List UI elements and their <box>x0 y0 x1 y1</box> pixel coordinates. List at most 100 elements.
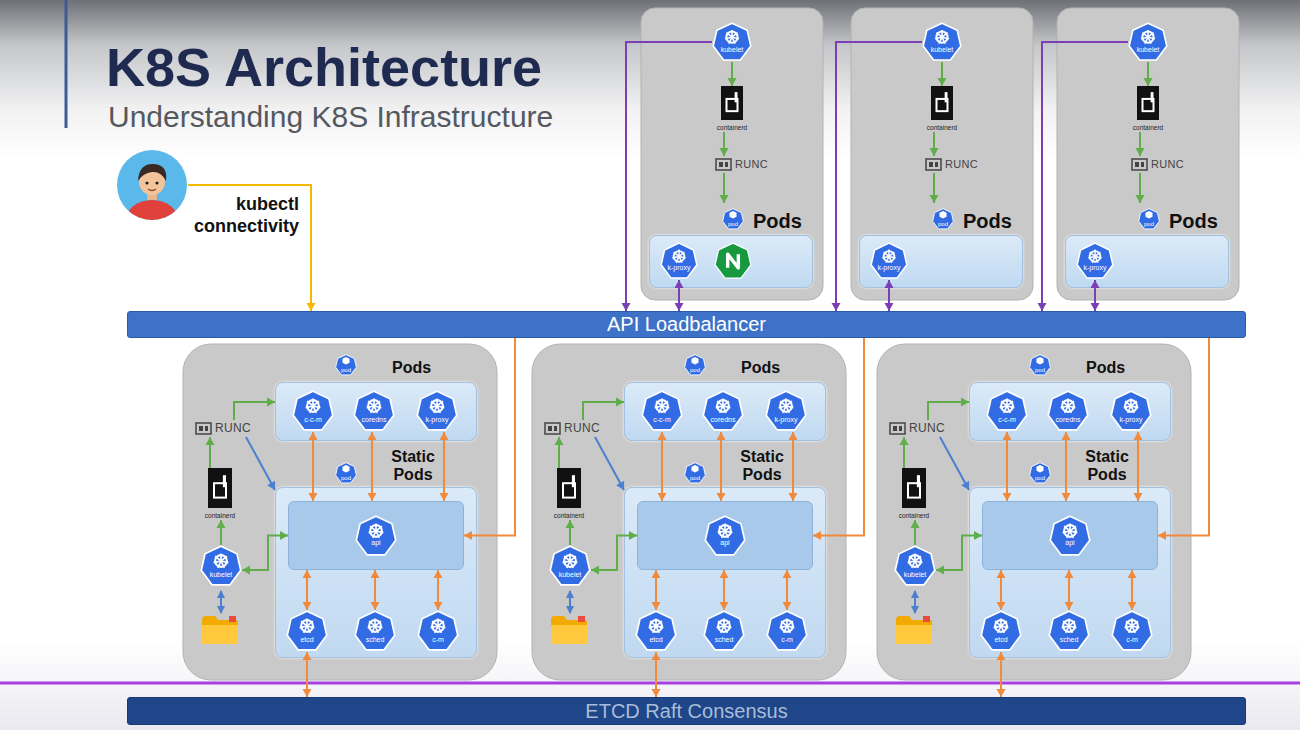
wheel-spoke <box>655 406 662 408</box>
wheel-spoke <box>1132 626 1135 633</box>
wheel-spoke <box>438 621 444 626</box>
component-icon: kubelet <box>922 22 962 62</box>
pod-icon: pod <box>684 462 706 484</box>
wheel-spoke <box>375 626 378 633</box>
wheel-spoke <box>301 621 307 626</box>
wheel-spoke <box>307 401 313 406</box>
wheel-spoke <box>1095 256 1098 262</box>
wheel-spoke <box>936 33 942 37</box>
wheel-spoke <box>909 556 915 561</box>
runc-label: RUNC <box>735 156 768 173</box>
panel-heading: Static Pods <box>732 446 792 484</box>
containerd-label: containerd <box>927 124 957 132</box>
wheel-spoke <box>307 626 310 633</box>
wheel-spoke <box>718 621 724 626</box>
k8s-icon <box>1110 390 1152 432</box>
wheel-spoke <box>1070 531 1073 538</box>
runc-mark <box>554 426 557 431</box>
component-icon: coredns <box>702 390 744 432</box>
arrow-head <box>566 520 575 528</box>
folder-link <box>914 591 916 613</box>
icon-label: kubelet <box>559 571 582 579</box>
icon-shape <box>1112 611 1151 650</box>
wheel-spoke <box>1068 406 1071 413</box>
containerd-label: containerd <box>554 512 584 520</box>
component-icon: k-proxy <box>870 242 908 280</box>
folder-tab <box>923 616 930 622</box>
icon-label: coredns <box>362 416 387 424</box>
wheel-spoke <box>313 401 319 406</box>
api-server-box: api <box>637 501 813 570</box>
wheel-spoke <box>679 256 682 262</box>
icon-shape <box>933 209 954 229</box>
connector <box>234 398 275 421</box>
component-icon: etcd <box>286 610 328 652</box>
logo-ground <box>1137 86 1159 120</box>
icon-label: k-proxy <box>775 416 798 424</box>
panel-heading: Static Pods <box>383 446 443 484</box>
wheel-spoke <box>1124 406 1131 408</box>
arrow-head <box>591 566 599 575</box>
wheel-spoke <box>1069 626 1072 633</box>
component-icon: c-c-m <box>986 390 1028 432</box>
wheel-spoke <box>889 252 894 256</box>
icon-shape <box>1050 516 1089 555</box>
runc-frame <box>1132 159 1147 170</box>
pod-icon: pod <box>722 208 744 230</box>
k8s-icon <box>704 515 746 557</box>
runc-box: RUNC <box>1131 156 1184 173</box>
folder-front <box>551 625 587 644</box>
title-anchor: K8S Architecture <box>106 36 542 98</box>
api-server-box: api <box>982 501 1158 570</box>
wheel-spoke <box>1007 401 1013 406</box>
wheel-spoke <box>221 556 227 561</box>
wheel-spoke <box>1000 406 1007 408</box>
bus-bar: API Loadbalancer <box>127 311 1246 338</box>
icon-label: k-proxy <box>1084 264 1107 272</box>
icon-label: kubelet <box>721 46 744 54</box>
containerd-box: containerd <box>892 468 936 520</box>
pod-icon: pod <box>1029 462 1051 484</box>
connector <box>1136 132 1145 156</box>
wheel-spoke <box>1148 33 1154 37</box>
logo-mark <box>917 475 920 487</box>
runc-box: RUNC <box>925 156 978 173</box>
folder-tab <box>229 616 236 622</box>
k8s-icon <box>765 390 807 432</box>
wheel-spoke <box>716 406 723 408</box>
icon-label: api <box>371 539 380 547</box>
icon-shape <box>1030 463 1051 483</box>
runc-label: RUNC <box>215 420 251 437</box>
runc-mark <box>893 426 897 431</box>
k8s-icon <box>660 242 698 280</box>
icon-shape <box>1129 23 1167 60</box>
connector <box>652 652 661 697</box>
wheel-spoke <box>432 621 438 626</box>
wheel-spoke <box>884 252 889 256</box>
arrow-head <box>303 689 312 697</box>
icon-label: kubelet <box>904 571 927 579</box>
icon-shape <box>356 516 395 555</box>
panel-heading: Pods <box>741 350 780 378</box>
cube-symbol <box>939 211 946 218</box>
arrow-head <box>616 481 624 490</box>
page-title: K8S Architecture <box>106 36 542 98</box>
k8s-icon <box>1047 390 1089 432</box>
containerd-logo <box>557 468 581 508</box>
arrow-head <box>652 689 661 697</box>
arrow-head <box>728 78 737 86</box>
wheel-spoke <box>563 561 570 563</box>
wheel-spoke <box>1132 621 1138 626</box>
icon-shape <box>354 391 393 430</box>
runc-label: RUNC <box>1151 156 1184 173</box>
pod-label: pod <box>341 367 351 373</box>
icon-label: c-m <box>1126 636 1138 644</box>
runc-mark <box>719 162 723 167</box>
connector-line <box>661 432 663 501</box>
arrow-head <box>900 437 909 445</box>
wheel-spoke <box>787 626 790 633</box>
k8s-icon <box>416 390 458 432</box>
k8s-icon <box>355 515 397 557</box>
wheel-spoke <box>375 621 381 626</box>
k8s-icon <box>1128 22 1168 62</box>
